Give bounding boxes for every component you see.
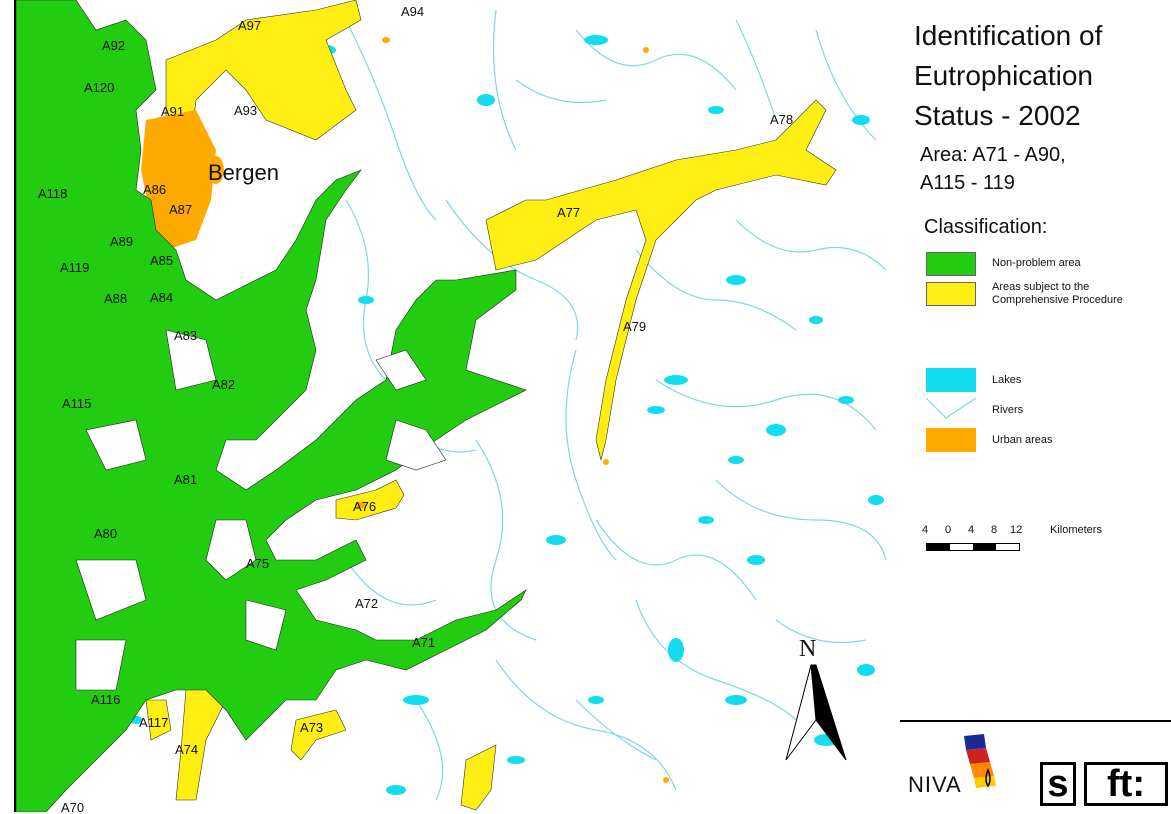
area-label-a82: A82: [212, 377, 235, 392]
area-label-a77: A77: [557, 205, 580, 220]
area-label-a87: A87: [169, 202, 192, 217]
area-label-a78: A78: [770, 112, 793, 127]
urban-label: Urban areas: [992, 434, 1053, 446]
lakes-swatch: [926, 368, 976, 392]
city-label-bergen: Bergen: [208, 160, 279, 185]
area-label-a91: A91: [161, 104, 184, 119]
scale-tick-3: 8: [991, 524, 998, 536]
lakes-label: Lakes: [992, 374, 1022, 386]
area-label-a76: A76: [353, 499, 376, 514]
area-label-a72: A72: [355, 596, 378, 611]
area-label-a83: A83: [174, 328, 197, 343]
area-label-a85: A85: [150, 253, 173, 268]
procedure-label-line-2: Comprehensive Procedure: [992, 294, 1123, 306]
north-arrow: N: [785, 636, 847, 761]
scale-tick-4: 12: [1010, 524, 1023, 536]
rivers-swatch: [926, 397, 976, 419]
area-label-a74: A74: [175, 742, 198, 757]
legend-title-line-1: Identification of: [914, 20, 1103, 51]
area-label-a118: A118: [38, 186, 67, 201]
nonproblem-swatch: [926, 252, 976, 276]
scale-unit: Kilometers: [1050, 524, 1102, 536]
area-label-a117: A117: [139, 715, 168, 730]
area-label-a81: A81: [174, 472, 197, 487]
procedure-label-line-1: Areas subject to the: [992, 281, 1090, 293]
urban-swatch: [926, 428, 976, 452]
area-label-a116: A116: [91, 692, 120, 707]
area-label-a86: A86: [143, 182, 166, 197]
legend-title-line-3: Status - 2002: [914, 100, 1081, 131]
area-label-a115: A115: [62, 396, 91, 411]
area-label-a75: A75: [246, 556, 269, 571]
urban-areas-layer: [141, 37, 669, 783]
nonproblem-label: Non-problem area: [992, 257, 1081, 269]
sft-logo: s ft:: [1040, 762, 1168, 806]
scale-tick-0: 4: [922, 524, 929, 536]
nonproblem-areas-layer[interactable]: [16, 0, 527, 812]
area-label-a79: A79: [623, 319, 646, 334]
scale-tick-2: 4: [968, 524, 975, 536]
area-label-a89: A89: [110, 234, 133, 249]
area-label-a84: A84: [150, 290, 173, 305]
area-label-a92: A92: [102, 38, 125, 53]
area-label-a119: A119: [60, 260, 89, 275]
legend-panel: Identification of Eutrophication Status …: [900, 0, 1171, 720]
legend-title-line-2: Eutrophication: [914, 60, 1094, 91]
area-label-a73: A73: [300, 720, 323, 735]
niva-logo-text: NIVA: [908, 772, 962, 797]
area-label-a94: A94: [401, 4, 424, 19]
legend-area-line-2: A115 - 119: [920, 172, 1015, 194]
area-label-a70: A70: [61, 800, 84, 812]
sft-logo-s: s: [1040, 762, 1076, 806]
niva-logo-icon: [964, 734, 996, 788]
scale-bar: [926, 543, 1020, 551]
area-label-a80: A80: [94, 526, 117, 541]
area-label-a88: A88: [104, 291, 127, 306]
classification-heading: Classification:: [924, 216, 1048, 238]
area-label-a71: A71: [412, 635, 435, 650]
procedure-areas-layer[interactable]: [145, 0, 837, 811]
procedure-swatch: [926, 282, 976, 306]
area-label-a97: A97: [238, 18, 261, 33]
sft-logo-ft: ft:: [1084, 762, 1168, 806]
scale-tick-1: 0: [945, 524, 952, 536]
legend-area-line-1: Area: A71 - A90,: [920, 144, 1066, 166]
north-label: N: [799, 636, 816, 662]
logo-panel: NIVA s ft:: [900, 720, 1171, 814]
rivers-label: Rivers: [992, 404, 1024, 416]
area-label-a93: A93: [234, 103, 257, 118]
area-label-a120: A120: [84, 80, 114, 95]
